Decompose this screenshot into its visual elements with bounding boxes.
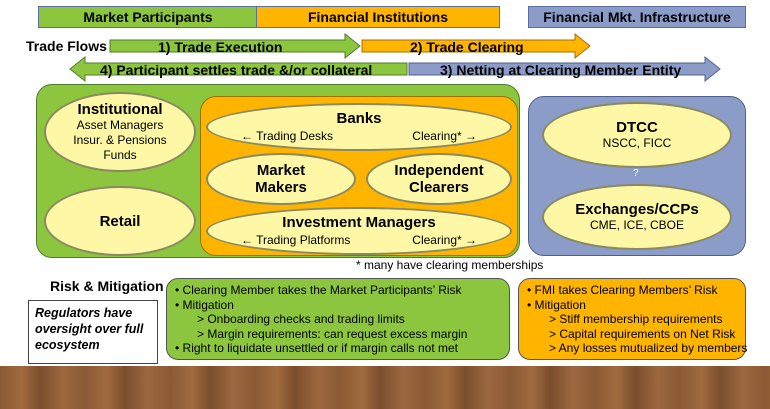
market-makers-line: Market — [256, 162, 306, 179]
investment-clearing: Clearing* → — [412, 233, 477, 247]
banks-trading-desks: ← Trading Desks — [241, 129, 334, 143]
investment-managers-title: Investment Managers — [282, 214, 436, 231]
legend-fmi-label: Financial Mkt. Infrastructure — [543, 9, 731, 25]
trade-flows-title: Trade Flows — [26, 38, 107, 54]
regulators-line: Regulators have — [35, 306, 133, 320]
fmi-risk-line: > Capital requirements on Net Risk — [549, 326, 736, 341]
market-risk-box: • Clearing Member takes the Market Parti… — [166, 278, 510, 360]
institutional-line: Asset Managers — [76, 118, 164, 132]
arrow-netting — [408, 55, 721, 83]
exchanges-title: Exchanges/CCPs — [575, 201, 699, 218]
exchanges-ccps-ellipse: Exchanges/CCPs CME, ICE, CBOE — [542, 184, 732, 250]
flow-label-4: 4) Participant settles trade &/or collat… — [100, 62, 373, 78]
dtcc-ellipse: DTCC NSCC, FICC — [542, 102, 732, 168]
market-risk-line: > Onboarding checks and trading limits — [197, 312, 405, 327]
flow-label-1: 1) Trade Execution — [158, 39, 283, 55]
institutional-title: Institutional — [77, 101, 163, 118]
market-risk-line: • Mitigation — [175, 297, 234, 312]
flow-label-3: 3) Netting at Clearing Member Entity — [440, 62, 682, 78]
legend-financial-institutions: Financial Institutions — [256, 6, 500, 28]
banks-clearing: Clearing* → — [412, 129, 477, 143]
risk-title: Risk & Mitigation — [50, 278, 164, 294]
independent-clearers-line: Clearers — [408, 179, 470, 196]
flow-label-2: 2) Trade Clearing — [410, 39, 524, 55]
regulators-line: ecosystem — [35, 338, 100, 352]
dtcc-title: DTCC — [616, 119, 658, 136]
regulators-box: Regulators have oversight over full ecos… — [28, 300, 158, 364]
fmi-risk-line: • FMI takes Clearing Members’ Risk — [527, 283, 718, 297]
institutional-line: Funds — [103, 148, 137, 162]
legend-fmi: Financial Mkt. Infrastructure — [528, 6, 746, 28]
clearing-footnote: * many have clearing memberships — [356, 258, 544, 272]
question-mark: ? — [633, 168, 639, 179]
institutional-line: Insur. & Pensions — [73, 133, 167, 147]
investment-trading-platforms: ← Trading Platforms — [241, 233, 351, 247]
market-makers-line: Makers — [255, 179, 307, 196]
legend-financial-label: Financial Institutions — [307, 9, 448, 25]
market-risk-line: • Right to liquidate unsettled or if mar… — [175, 341, 459, 356]
legend-market-label: Market Participants — [83, 9, 213, 25]
market-makers-ellipse: Market Makers — [206, 153, 356, 205]
institutional-ellipse: Institutional Asset Managers Insur. & Pe… — [44, 92, 196, 172]
arrow-participant-settles — [69, 55, 408, 83]
fmi-risk-line: > Any losses mutualized by members — [549, 341, 748, 356]
wood-floor — [0, 366, 770, 409]
arrow-trade-clearing — [361, 32, 591, 60]
market-risk-line: > Margin requirements: can request exces… — [197, 326, 468, 341]
exchanges-subtitle: CME, ICE, CBOE — [589, 218, 684, 232]
investment-managers-ellipse: Investment Managers ← Trading Platforms … — [206, 207, 512, 255]
independent-clearers-ellipse: Independent Clearers — [366, 153, 512, 205]
trade-flow-arrows — [69, 32, 721, 83]
fmi-risk-box: • FMI takes Clearing Members’ Risk • Mit… — [518, 278, 748, 360]
legend-market-participants: Market Participants — [38, 6, 258, 28]
fmi-risk-line: • Mitigation — [527, 297, 586, 312]
fmi-risk-line: > Stiff membership requirements — [549, 312, 723, 327]
arrow-trade-execution — [109, 32, 361, 60]
independent-clearers-line: Independent — [394, 162, 484, 179]
market-risk-line: • Clearing Member takes the Market Parti… — [175, 283, 462, 297]
banks-title: Banks — [336, 110, 382, 127]
dtcc-subtitle: NSCC, FICC — [602, 136, 672, 150]
retail-ellipse: Retail — [44, 186, 196, 256]
banks-ellipse: Banks ← Trading Desks Clearing* → — [206, 103, 512, 151]
retail-title: Retail — [99, 212, 141, 230]
regulators-line: oversight over full — [35, 322, 144, 336]
